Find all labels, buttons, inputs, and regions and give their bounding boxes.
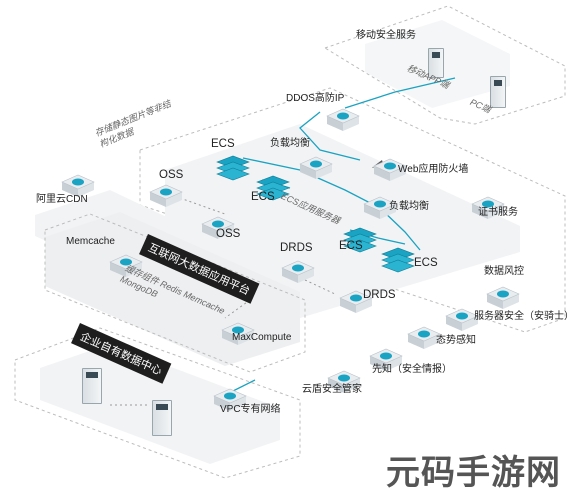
device-rack-2-icon [152,400,172,436]
node-ecs-3-icon [343,227,377,253]
device-rack-2-screen [156,404,168,410]
link-ddos-mobile [344,77,456,109]
label-oss-2: OSS [216,228,241,240]
label-mobile-security: 移动安全服务 [356,30,416,41]
device-rack-1-icon [82,368,102,404]
label-situation: 态势感知 [436,335,476,346]
enterprise-outline [14,327,301,479]
device-phone-screen [432,52,440,58]
node-ecs-2-icon [256,175,290,201]
node-drds-1-icon [281,260,315,283]
label-waf: Web应用防火墙 [398,164,469,175]
label-oss-1: OSS [159,169,184,181]
core-panel [165,124,520,318]
node-cert-icon [471,196,505,219]
node-waf-icon [373,158,407,181]
node-intel-icon [369,348,403,371]
label-server-security: 服务器安全（安骑士） [474,311,569,322]
device-phone-icon [428,48,444,78]
mobile-zone-outline [323,5,566,125]
label-ddos: DDOS高防IP [286,93,345,104]
node-ecs-4-icon [381,247,415,273]
label-cert: 证书服务 [478,207,518,218]
label-vpc: VPC专有网络 [220,404,281,415]
label-intel: 先知（安全情报） [372,364,452,375]
label-risk-control: 数据风控 [484,266,524,277]
node-oss-2-icon [201,216,235,239]
node-memcache-icon [109,254,143,277]
node-risk-icon [486,286,520,309]
label-ecs-3: ECS [339,240,363,252]
node-slb-2-icon [363,196,397,219]
node-vpc-icon [213,388,247,411]
label-drds-1: DRDS [280,242,313,254]
label-ecs-1: ECS [211,138,235,150]
device-pc-screen [494,80,502,86]
label-cdn: 阿里云CDN [36,194,88,205]
node-server-sec-icon [445,308,479,331]
label-slb-2: 负载均衡 [389,201,429,212]
label-slb-1: 负载均衡 [270,138,310,149]
label-ecs-2: ECS [251,191,275,203]
label-drds-2: DRDS [363,289,396,301]
device-rack-1-screen [86,372,98,378]
node-slb-1-icon [299,156,333,179]
watermark-text: 元码手游网 [386,453,561,493]
label-security-manager: 云盾安全管家 [302,384,362,395]
node-drds-2-icon [339,290,373,313]
node-cdn-icon [61,174,95,197]
link-ddos-ecs [299,111,361,161]
node-maxcompute-icon [221,322,255,345]
node-oss-1-icon [149,184,183,207]
node-ddos-icon [326,108,360,131]
link-slb-cluster [242,157,421,251]
label-ecs-4: ECS [414,257,438,269]
node-manager-icon [327,370,361,393]
label-maxcompute: MaxCompute [232,332,292,343]
node-ecs-1-icon [216,155,250,181]
bigdata-outline [44,213,306,373]
label-memcache: Memcache [66,236,115,247]
node-situation-icon [407,326,441,349]
dotted-links [110,164,385,406]
device-pc-icon [490,76,506,108]
